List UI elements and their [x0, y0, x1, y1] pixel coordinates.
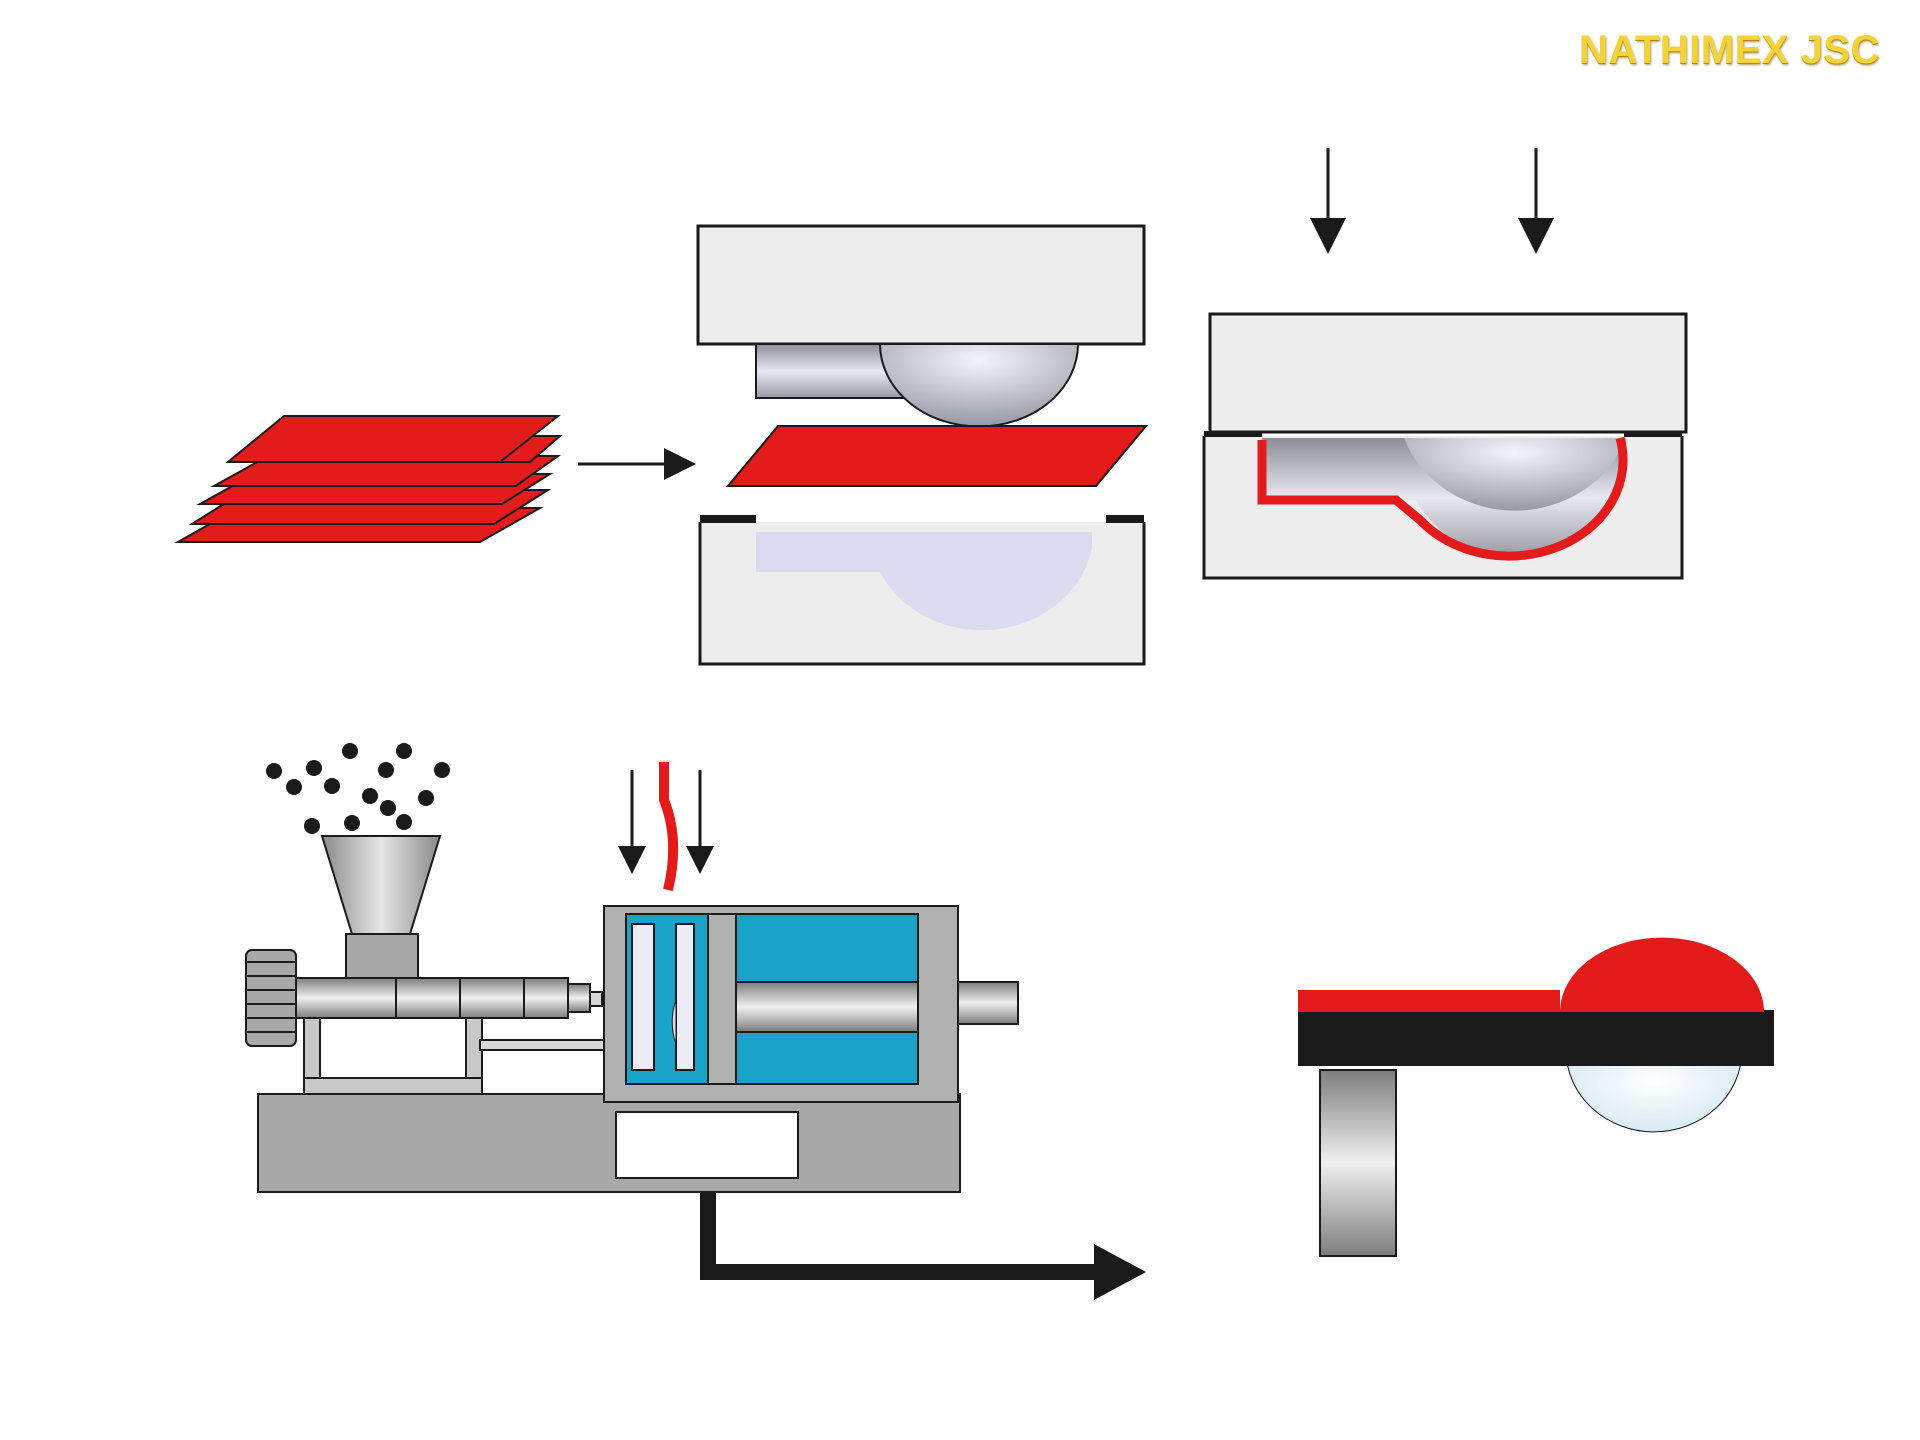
- arrow-right-icon: [578, 448, 696, 480]
- pellets-icon: [266, 743, 450, 834]
- hopper-icon: [320, 835, 442, 935]
- open-mold: [696, 224, 1149, 666]
- brand-logo-text: NATHIMEX JSC: [1579, 28, 1880, 72]
- finished-part-icon: [1298, 937, 1774, 1257]
- closed-mold: [1202, 312, 1688, 580]
- stacked-sheets-icon: [174, 415, 563, 543]
- injection-press-icon: [245, 762, 1146, 1300]
- arrow-down-icon: [1310, 148, 1554, 254]
